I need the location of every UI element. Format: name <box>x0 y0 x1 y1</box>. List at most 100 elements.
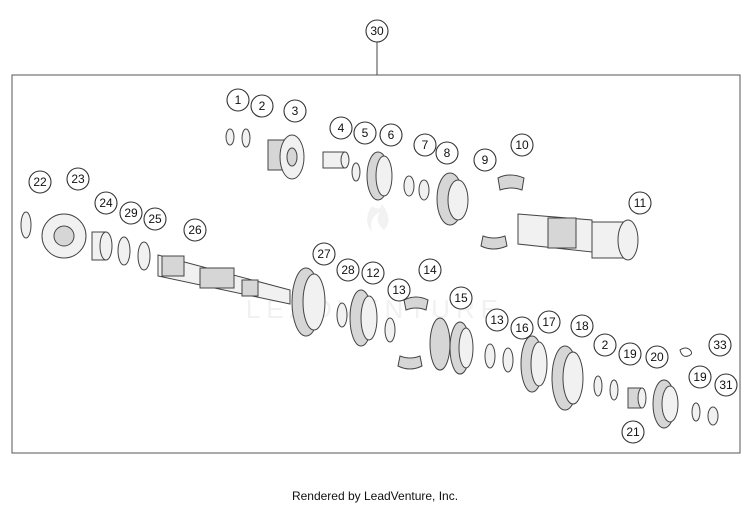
callout-27-17: 27 <box>312 242 336 266</box>
callout-6-5: 6 <box>379 123 403 147</box>
svg-text:20: 20 <box>650 350 664 364</box>
svg-text:27: 27 <box>317 247 331 261</box>
washer-19-left <box>609 379 619 401</box>
bushing-4 <box>322 151 350 169</box>
svg-text:2: 2 <box>259 99 266 113</box>
svg-text:23: 23 <box>71 172 85 186</box>
gear-15 <box>429 317 474 375</box>
gear-18 <box>551 345 584 411</box>
svg-text:8: 8 <box>444 146 451 160</box>
pin-33 <box>679 347 693 357</box>
callout-4-3: 4 <box>329 116 353 140</box>
washer-13-left <box>384 317 396 343</box>
needle-bearing-14 <box>397 296 429 370</box>
callout-23-12: 23 <box>66 167 90 191</box>
countershaft-26 <box>157 254 291 305</box>
footer-credit: Rendered by LeadVenture, Inc. <box>291 489 459 503</box>
callout-2-27: 2 <box>593 333 617 357</box>
svg-text:30: 30 <box>370 24 384 38</box>
callout-21-31: 21 <box>621 420 645 444</box>
washer-13-right <box>484 343 496 369</box>
callout-15-22: 15 <box>449 286 473 310</box>
svg-text:5: 5 <box>362 126 369 140</box>
callout-13-20: 13 <box>387 278 411 302</box>
washer-5 <box>351 162 361 182</box>
callout-33-30: 33 <box>708 333 732 357</box>
callout-8-7: 8 <box>435 141 459 165</box>
svg-text:3: 3 <box>292 104 299 118</box>
gear-6 <box>366 151 393 201</box>
svg-text:28: 28 <box>341 263 355 277</box>
callout-19-32: 19 <box>688 365 712 389</box>
callout-11-10: 11 <box>628 191 652 215</box>
washer-28 <box>336 302 348 328</box>
callout-19-28: 19 <box>618 342 642 366</box>
callout-17-25: 17 <box>537 310 561 334</box>
washer-19-right <box>691 402 701 422</box>
svg-text:25: 25 <box>148 212 162 226</box>
svg-text:14: 14 <box>423 263 437 277</box>
svg-text:19: 19 <box>693 370 707 384</box>
svg-text:2: 2 <box>602 338 609 352</box>
diagram-frame <box>11 74 741 454</box>
svg-text:33: 33 <box>713 338 727 352</box>
callout-1-0: 1 <box>226 88 250 112</box>
ring-22 <box>20 211 32 239</box>
callout-13-23: 13 <box>485 308 509 332</box>
svg-text:7: 7 <box>422 138 429 152</box>
svg-text:11: 11 <box>634 196 647 210</box>
callout-18-26: 18 <box>570 314 594 338</box>
svg-text:13: 13 <box>490 313 504 327</box>
callout-10-9: 10 <box>510 133 534 157</box>
svg-text:6: 6 <box>388 128 395 142</box>
svg-text:4: 4 <box>338 121 345 135</box>
needle-bearing-20 <box>627 387 647 409</box>
callout-29-14: 29 <box>119 201 143 225</box>
washer-2-upper <box>241 128 251 148</box>
svg-text:29: 29 <box>124 206 138 220</box>
gear-27 <box>291 267 326 337</box>
callout-2-1: 2 <box>250 94 274 118</box>
washer-25 <box>137 241 151 271</box>
gear-12 <box>349 289 378 347</box>
svg-text:17: 17 <box>542 315 556 329</box>
callout-12-19: 12 <box>361 261 385 285</box>
clip-31 <box>707 406 719 426</box>
svg-text:22: 22 <box>33 175 47 189</box>
svg-text:31: 31 <box>719 378 733 392</box>
svg-text:13: 13 <box>392 283 406 297</box>
callout-3-2: 3 <box>283 99 307 123</box>
svg-text:19: 19 <box>623 347 637 361</box>
callout-31-33: 31 <box>714 373 738 397</box>
svg-text:1: 1 <box>235 93 242 107</box>
needle-bearing-10 <box>480 174 525 250</box>
gear-9 <box>436 172 469 226</box>
bushing-24 <box>91 231 113 261</box>
shaft-11 <box>517 213 639 261</box>
svg-text:15: 15 <box>454 291 468 305</box>
clip-1 <box>225 128 235 146</box>
callout-9-8: 9 <box>473 148 497 172</box>
gear-3 <box>267 134 305 180</box>
callout-16-24: 16 <box>510 316 534 340</box>
callout-28-18: 28 <box>336 258 360 282</box>
washer-2-lower <box>593 375 603 397</box>
callout-25-15: 25 <box>143 207 167 231</box>
callout-7-6: 7 <box>413 133 437 157</box>
callout-26-16: 26 <box>183 218 207 242</box>
svg-text:12: 12 <box>366 266 380 280</box>
callout-14-21: 14 <box>418 258 442 282</box>
svg-text:10: 10 <box>515 138 529 152</box>
callout-5-4: 5 <box>353 121 377 145</box>
callout-22-11: 22 <box>28 170 52 194</box>
washer-16 <box>502 347 514 373</box>
callout-24-13: 24 <box>94 191 118 215</box>
washer-8 <box>418 179 430 201</box>
svg-text:16: 16 <box>515 321 529 335</box>
washer-7 <box>403 175 415 197</box>
svg-text:18: 18 <box>575 319 589 333</box>
callout-20-29: 20 <box>645 345 669 369</box>
svg-text:26: 26 <box>188 223 202 237</box>
